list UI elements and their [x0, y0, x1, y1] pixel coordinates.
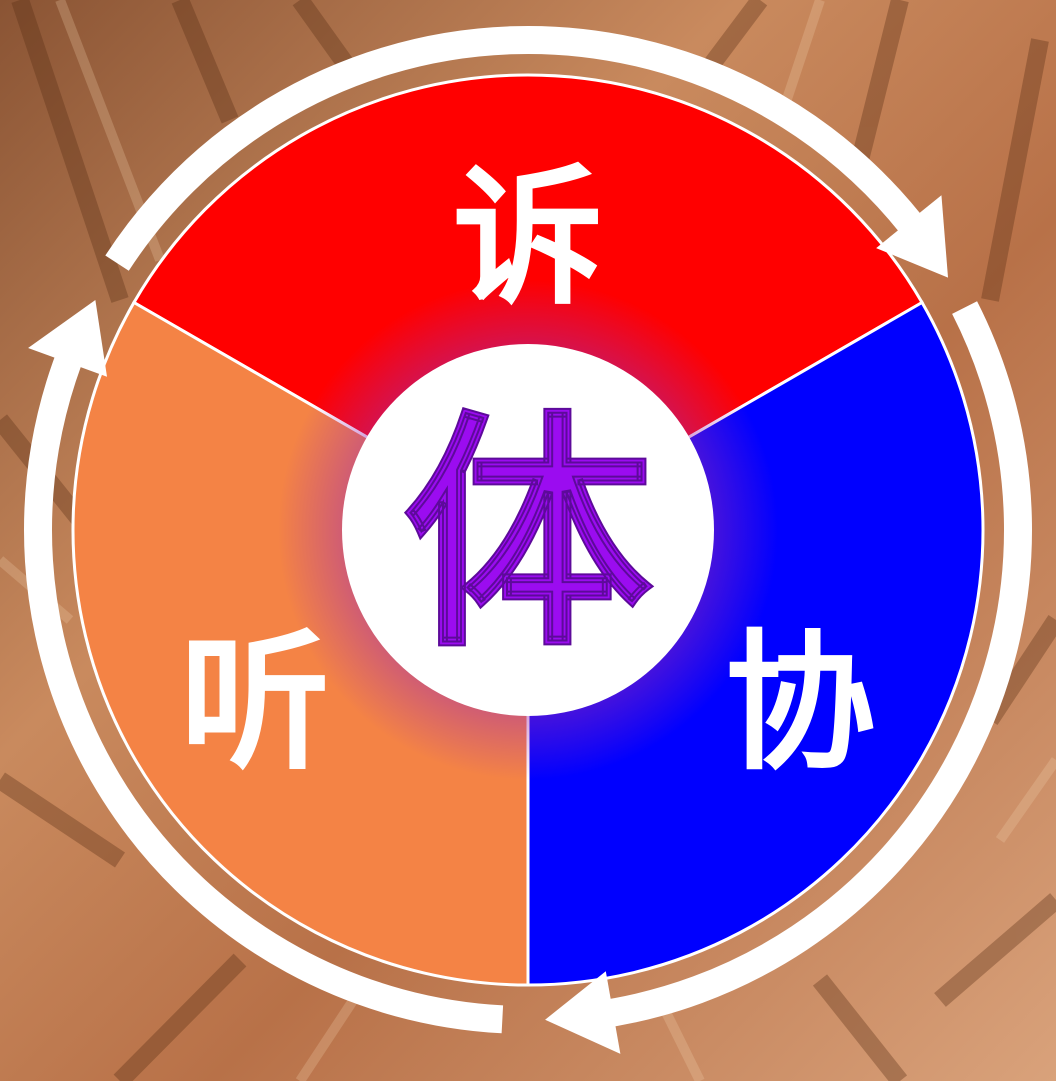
segment-label-right: 协: [725, 617, 875, 791]
segment-label-top: 诉: [453, 152, 603, 326]
segment-label-left: 听: [180, 617, 330, 791]
center-label: 体: [403, 390, 653, 681]
